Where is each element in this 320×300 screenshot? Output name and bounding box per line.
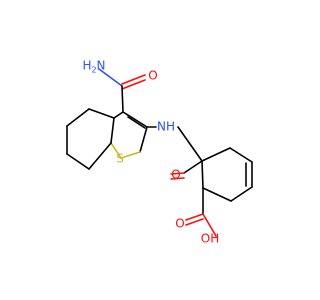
bond-hexene-5 [202,187,232,202]
bond-mid-oxygen [170,172,185,175]
bond-amide-nitrogen [98,68,123,87]
atom-acid-oxygen: O [175,217,184,231]
bond-mid-oxygen-double [170,177,185,180]
page: H 2 N O NH S O O OH [66,58,253,246]
atom-h2n-n: N [97,59,106,73]
bond-thiophene-5 [110,117,115,144]
bond-hexene-6 [201,160,204,189]
atom-nh: NH [157,120,175,134]
atom-top-oxygen: O [148,69,157,83]
bond-mid-carbonyl [183,160,203,174]
bond-acid-oxygen [185,213,204,221]
bond-nh-carbonyl [177,126,203,162]
bond-carbonyl-ring [121,85,124,113]
bond-cyclohexane-4 [66,153,90,170]
bond-acid-oh [202,213,217,237]
bond-amide-oxygen [121,74,146,85]
bond-hexene-4 [230,186,253,202]
atom-hydroxyl: OH [201,232,219,246]
bond-thiophene-1 [122,111,148,128]
bond-thiophene-3 [120,151,141,159]
atom-h2n-subscript: 2 [91,66,96,75]
bond-layer [66,68,253,237]
bond-cyclohexane-1 [88,108,115,119]
atom-sulfur: S [116,152,124,166]
bond-cyclohexane-2 [66,108,90,127]
bond-thiophene-6 [113,111,124,119]
bond-thiophene-4 [110,142,122,159]
bond-thiophene-2 [139,126,148,153]
bond-acid-oxygen-double [185,218,204,226]
atom-middle-oxygen: O [171,168,180,182]
atom-h2n-h: H [82,59,91,73]
bond-cyclohexane-5 [88,142,112,170]
molecule-diagram: H 2 N O NH S O O OH [66,59,253,246]
bond-thiophene-1-double [127,116,146,129]
bond-amide-oxygen-double [121,79,146,90]
bond-hexene-2 [229,147,253,163]
atom-layer: H 2 N O NH S O O OH [82,59,219,246]
bond-hexene-1 [201,147,231,162]
